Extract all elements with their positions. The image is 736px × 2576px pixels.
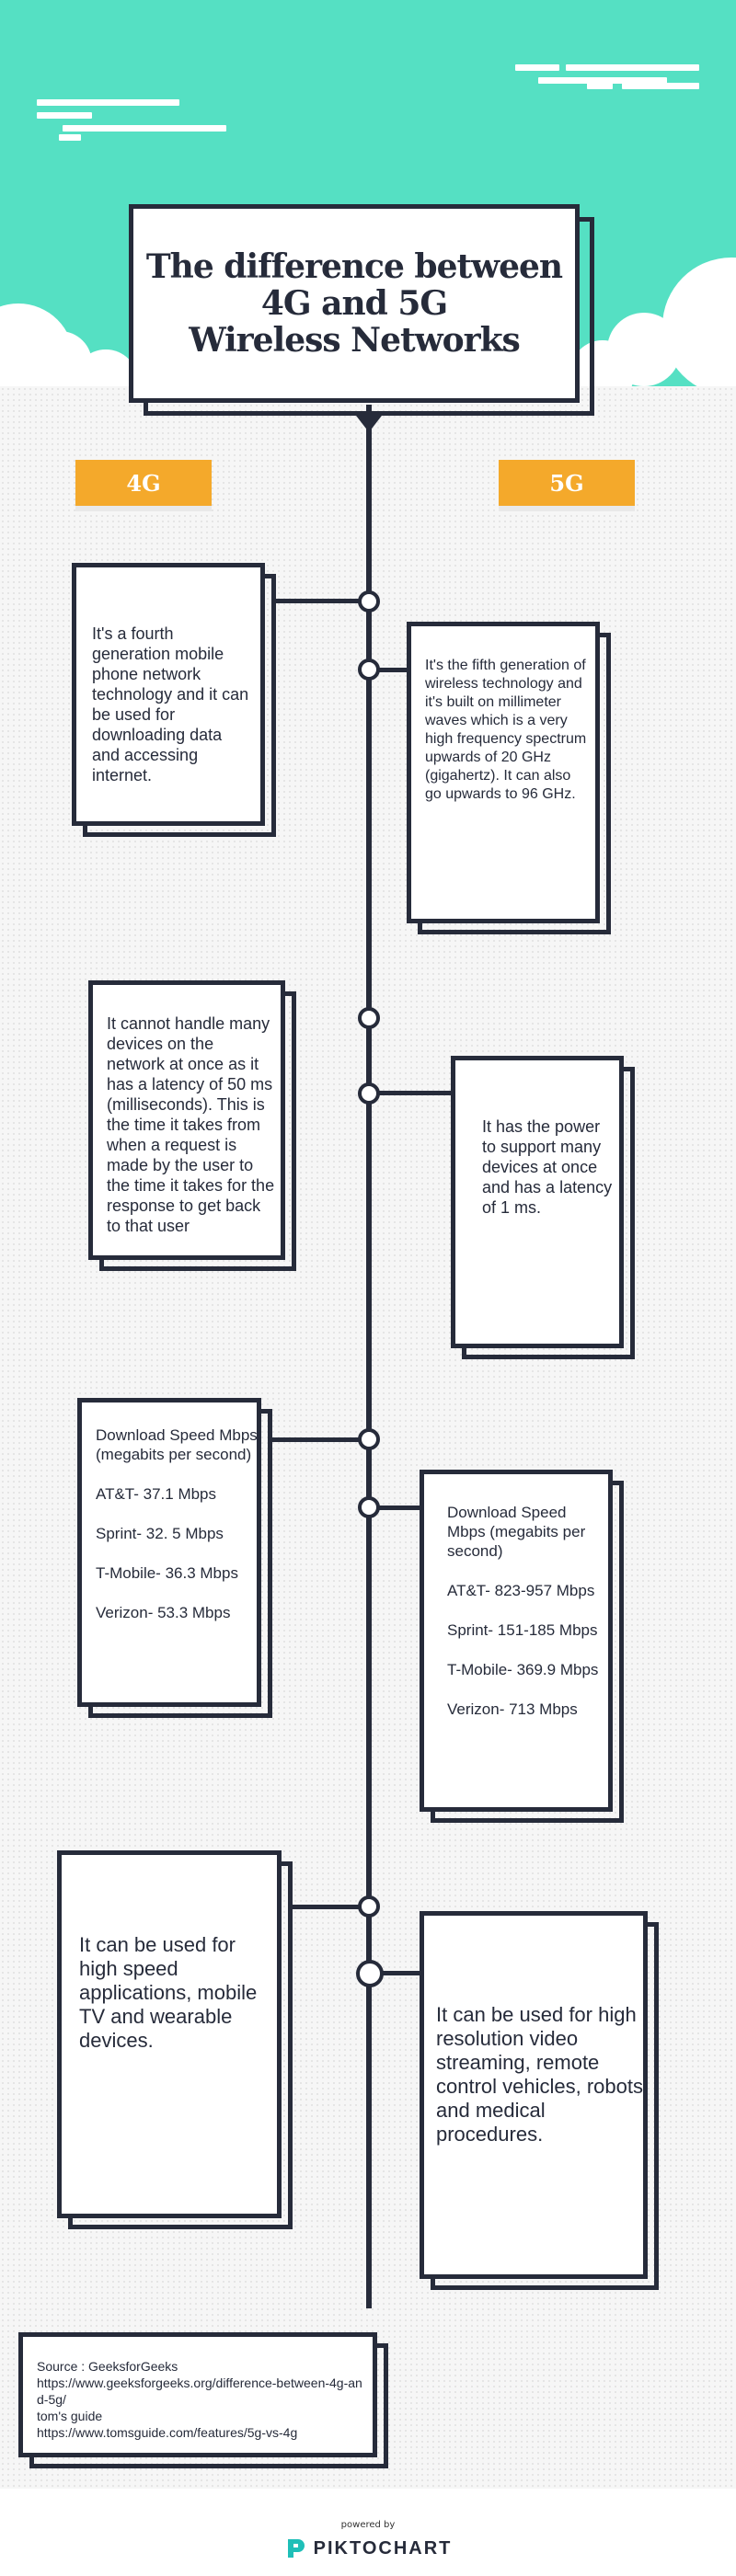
card-text: It can be used for high resolution video… (436, 2003, 643, 2146)
card-text: It cannot handle many devices on the net… (107, 1014, 275, 1235)
card-text: It can be used for high speed applicatio… (79, 1933, 258, 2052)
timeline-node (358, 1895, 380, 1918)
card-text: It has the power to support many devices… (482, 1117, 613, 1217)
card-5g-definition: It's the fifth generation of wireless te… (407, 622, 611, 934)
source-card: Source : GeeksforGeeks https://www.geeks… (18, 2332, 388, 2468)
piktochart-brand: PIKTOCHART (313, 2537, 453, 2559)
decor-dash (37, 112, 92, 119)
timeline-node (358, 1007, 380, 1029)
card-4g-latency: It cannot handle many devices on the net… (88, 980, 296, 1271)
timeline-node (356, 1960, 384, 1987)
connector (377, 1091, 451, 1095)
card-4g-definition: It's a fourth generation mobile phone ne… (72, 563, 276, 837)
page-title: The difference between 4G and 5G Wireles… (145, 247, 563, 360)
source-label: tom's guide (37, 2409, 103, 2423)
title-pointer (353, 412, 385, 432)
card-4g-uses: It can be used for high speed applicatio… (57, 1850, 293, 2229)
connector (381, 1971, 420, 1975)
timeline-node (358, 590, 380, 613)
title-card: The difference between 4G and 5G Wireles… (129, 204, 580, 403)
footer: powered by PIKTOCHART (0, 2489, 736, 2576)
source-link[interactable]: https://www.geeksforgeeks.org/difference… (37, 2376, 362, 2407)
speed-item: Verizon- 53.3 Mbps (96, 1604, 231, 1621)
column-tag-4g: 4G (75, 460, 212, 506)
cloud-shape (570, 340, 635, 386)
speed-item: Sprint- 32. 5 Mbps (96, 1525, 224, 1542)
connector (377, 1506, 420, 1510)
piktochart-logo-icon (287, 2539, 305, 2558)
decor-dash (515, 64, 559, 71)
connector (293, 1905, 361, 1909)
speed-heading: Download Speed Mbps (megabits per second… (447, 1504, 586, 1560)
speed-item: Sprint- 151-185 Mbps (447, 1621, 598, 1639)
timeline-spine (366, 405, 372, 2308)
timeline-node (358, 1428, 380, 1450)
connector (276, 599, 361, 603)
decor-dash (566, 64, 699, 71)
speed-item: T-Mobile- 36.3 Mbps (96, 1564, 238, 1582)
card-text: It's the fifth generation of wireless te… (425, 658, 587, 802)
source-link[interactable]: https://www.tomsguide.com/features/5g-vs… (37, 2425, 298, 2440)
source-text: Source : GeeksforGeeks https://www.geeks… (37, 2358, 368, 2441)
source-label: Source : GeeksforGeeks (37, 2359, 178, 2374)
piktochart-logo[interactable]: PIKTOCHART (283, 2535, 453, 2562)
speed-heading: Download Speed Mbps (megabits per second… (96, 1426, 258, 1463)
card-5g-speeds: Download Speed Mbps (megabits per second… (420, 1470, 624, 1823)
powered-by-text: powered by (340, 2520, 396, 2530)
decor-dash (622, 83, 699, 89)
card-5g-latency: It has the power to support many devices… (451, 1056, 635, 1359)
card-5g-uses: It can be used for high resolution video… (420, 1911, 659, 2290)
speed-item: Verizon- 713 Mbps (447, 1700, 578, 1718)
decor-dash (37, 99, 179, 106)
speed-item: T-Mobile- 369.9 Mbps (447, 1661, 599, 1678)
column-tag-5g: 5G (499, 460, 635, 506)
speed-list: Download Speed Mbps (megabits per second… (447, 1503, 604, 1739)
decor-dash (587, 83, 613, 89)
connector (377, 668, 407, 672)
card-4g-speeds: Download Speed Mbps (megabits per second… (77, 1398, 272, 1718)
decor-dash (63, 125, 226, 132)
decor-dash (538, 77, 667, 84)
connector (272, 1437, 361, 1442)
speed-item: AT&T- 823-957 Mbps (447, 1582, 595, 1599)
card-text: It's a fourth generation mobile phone ne… (92, 624, 249, 784)
decor-dash (59, 134, 81, 141)
speed-item: AT&T- 37.1 Mbps (96, 1485, 217, 1503)
speed-list: Download Speed Mbps (megabits per second… (96, 1425, 259, 1643)
